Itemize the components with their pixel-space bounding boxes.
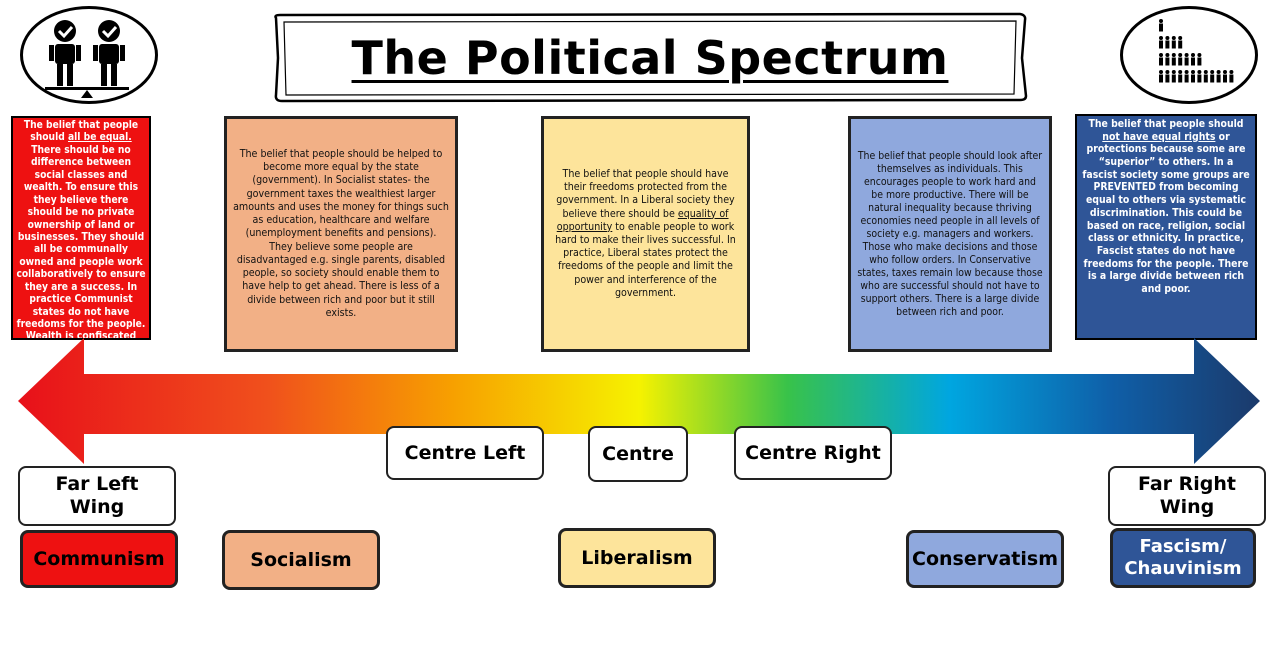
liberalism-label: Liberalism bbox=[558, 528, 716, 588]
conservatism-description: The belief that people should look after… bbox=[848, 116, 1052, 352]
communism-desc-part2: There should be no difference between so… bbox=[16, 144, 146, 340]
spectrum-arrow bbox=[14, 336, 1264, 466]
person-figure bbox=[1229, 70, 1234, 83]
liberalism-description: The belief that people should have their… bbox=[541, 116, 750, 352]
liberalism-desc-part1: The belief that people should have their… bbox=[556, 167, 735, 220]
person-figure bbox=[1159, 53, 1163, 66]
fascism-desc-part2: or protections because some are “superio… bbox=[1082, 130, 1250, 295]
person-figure bbox=[1171, 36, 1176, 49]
conservatism-desc-text: The belief that people should look after… bbox=[857, 149, 1043, 318]
person-figure bbox=[1159, 36, 1163, 49]
hierarchy-pyramid-icon bbox=[1120, 6, 1258, 104]
person-figure bbox=[1178, 53, 1183, 66]
person-figure bbox=[1178, 70, 1183, 83]
person-figure bbox=[1210, 70, 1215, 83]
person-figure bbox=[1171, 53, 1176, 66]
person-figure bbox=[1165, 70, 1170, 83]
person-figure bbox=[1184, 70, 1189, 83]
person-figure bbox=[1171, 70, 1176, 83]
page-title: The Political Spectrum bbox=[351, 30, 949, 85]
person-figure bbox=[1178, 36, 1183, 49]
equality-scale-icon bbox=[20, 6, 158, 104]
person-figure bbox=[1197, 70, 1202, 83]
communism-description: The belief that people should all be equ… bbox=[11, 116, 151, 340]
person-figure bbox=[1159, 70, 1163, 83]
socialism-description: The belief that people should be helped … bbox=[224, 116, 458, 352]
liberalism-desc-part2: to enable people to work hard to make th… bbox=[555, 220, 736, 299]
person-figure bbox=[1184, 53, 1189, 66]
fascism-desc-underlined: not have equal rights bbox=[1102, 130, 1216, 143]
person-figure bbox=[1197, 53, 1202, 66]
person-figure bbox=[1165, 53, 1170, 66]
communism-label: Communism bbox=[20, 530, 178, 588]
centre-left-label: Centre Left bbox=[386, 426, 544, 480]
person-figure bbox=[1203, 70, 1208, 83]
centre-right-label: Centre Right bbox=[734, 426, 892, 480]
person-figure bbox=[1191, 70, 1195, 83]
person-figure bbox=[1223, 70, 1227, 83]
fascism-chauvinism-label: Fascism/ Chauvinism bbox=[1110, 528, 1256, 588]
liberalism-desc-underlined: equality of opportunity bbox=[556, 207, 729, 233]
far-left-wing-label: Far Left Wing bbox=[18, 466, 176, 526]
fascism-desc-part1: The belief that people should bbox=[1088, 118, 1244, 130]
person-figure bbox=[1191, 53, 1195, 66]
socialism-desc-text: The belief that people should be helped … bbox=[233, 147, 449, 319]
communism-desc-part1: The belief that people should bbox=[23, 120, 139, 144]
title-frame bbox=[274, 12, 1028, 103]
person-figure bbox=[1216, 70, 1221, 83]
title-banner: The Political Spectrum bbox=[270, 10, 1030, 105]
communism-desc-underlined: all be equal. bbox=[67, 132, 132, 144]
fascism-description: The belief that people should not have e… bbox=[1075, 114, 1257, 340]
person-figure bbox=[1159, 19, 1163, 32]
person-figure bbox=[1165, 36, 1170, 49]
far-right-wing-label: Far Right Wing bbox=[1108, 466, 1266, 526]
socialism-label: Socialism bbox=[222, 530, 380, 590]
conservatism-label: Conservatism bbox=[906, 530, 1064, 588]
centre-label: Centre bbox=[588, 426, 688, 482]
